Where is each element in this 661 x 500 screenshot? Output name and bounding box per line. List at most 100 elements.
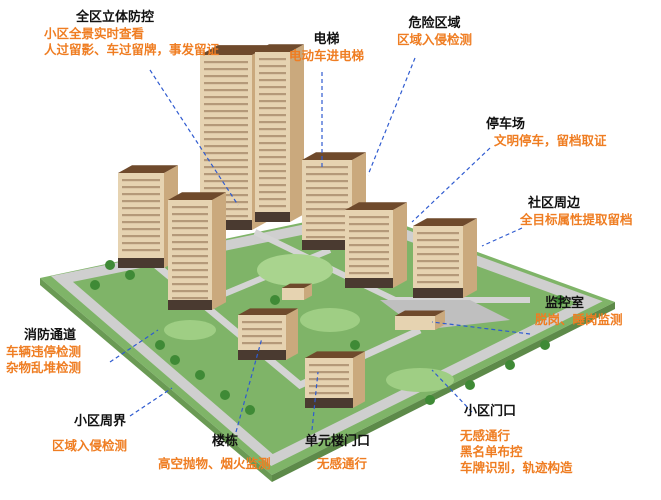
callout-desc-line: 车辆违停检测 [6,344,82,360]
building-base [413,288,463,298]
window-row [259,184,286,187]
window-row [204,68,248,71]
window-row [204,131,248,134]
building-base [255,212,290,222]
window-row [172,213,208,216]
callout-parking: 停车场 文明停车，留档取证 [484,117,607,149]
building-side [353,351,365,408]
window-row [306,229,348,232]
window-row [306,215,348,218]
building-roof [168,192,226,200]
window-row [306,187,348,190]
callout-desc-line: 区域入侵检测 [52,438,128,454]
window-row [122,221,160,224]
callout-building: 楼栋 高空抛物、烟火监测 [158,434,271,472]
window-row [349,223,389,226]
window-row [259,79,286,82]
window-row [204,173,248,176]
building-block [282,283,312,300]
window-row [349,265,389,268]
building-side [435,310,445,330]
window-row [417,232,459,235]
window-row [172,290,208,293]
window-row [309,364,349,367]
window-row [204,89,248,92]
building-roof [200,45,270,55]
building-base [118,258,164,268]
window-row [309,385,349,388]
leader-building [235,337,263,433]
window-row [259,135,286,138]
window-row [204,166,248,169]
building-block [168,192,226,310]
leader-boundary [129,387,173,417]
window-row [306,166,348,169]
callout-desc-line: 文明停车，留档取证 [494,133,607,149]
window-row [259,205,286,208]
window-row [172,234,208,237]
callout-title: 危险区域 [408,16,461,31]
building-side [212,192,226,310]
window-row [259,121,286,124]
leader-parking [411,147,491,223]
building-roof [118,165,178,173]
callout-title: 消防通道 [24,328,77,343]
window-row [349,251,389,254]
window-row [417,239,459,242]
callout-desc-line: 无感通行 [460,428,511,444]
window-row [306,194,348,197]
window-row [204,110,248,113]
leader-unit-door [311,371,319,431]
window-row [204,103,248,106]
building-roof [413,218,477,226]
callout-title: 楼栋 [212,434,239,449]
window-row [204,187,248,190]
building-base [238,350,286,360]
window-row [349,237,389,240]
leader-gate [431,369,473,413]
building-block [305,351,365,408]
window-row [122,228,160,231]
callout-desc-line: 杂物乱堆检测 [6,359,82,375]
building-base [302,240,352,250]
callout-desc-line: 车牌识别，轨迹构造 [460,459,573,475]
window-row [306,201,348,204]
callout-desc-line: 脱岗、睡岗监测 [535,312,623,328]
callout-title: 监控室 [545,296,585,311]
window-row [417,246,459,249]
window-row [122,200,160,203]
callout-gate: 小区门口 无感通行 黑名单布控 车牌识别，轨迹构造 [460,404,573,475]
building-block [255,44,304,222]
window-row [242,328,282,331]
building-base [168,300,212,310]
window-row [259,58,286,61]
window-row [122,179,160,182]
callout-desc-line: 区域入侵检测 [397,32,473,48]
window-row [259,128,286,131]
building-side [393,202,407,288]
building-block [413,218,477,298]
leader-monitor [431,321,531,335]
window-row [259,191,286,194]
building-group [118,44,477,408]
building-roof [305,351,365,358]
window-row [259,65,286,68]
window-row [306,173,348,176]
window-row [204,117,248,120]
window-row [349,216,389,219]
window-row [306,222,348,225]
callout-desc-line: 无感通行 [317,456,368,472]
callout-desc-line: 全目标属性提取留档 [520,212,633,228]
window-row [204,145,248,148]
window-row [204,159,248,162]
window-row [122,235,160,238]
window-row [122,193,160,196]
callout-title: 电梯 [313,32,340,47]
building-front [282,288,304,300]
building-side [290,44,304,222]
callout-overall: 全区立体防控 小区全景实时查看 人过留影、车过留牌，事发留证 [44,10,219,58]
window-row [242,335,282,338]
callout-desc-line: 人过留影、车过留牌，事发留证 [44,41,220,57]
building-block [345,202,407,288]
